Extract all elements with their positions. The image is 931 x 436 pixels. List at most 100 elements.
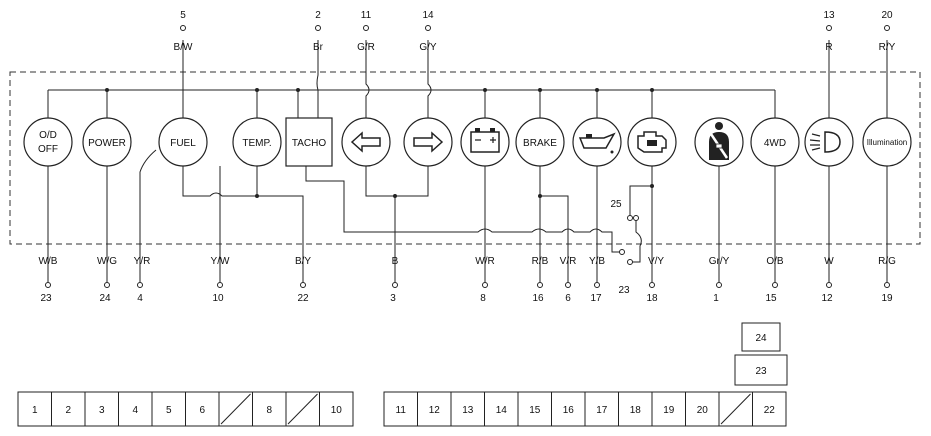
warning-lamp-power: POWER (82, 117, 132, 167)
wire-color: B (392, 256, 399, 267)
bottom-terminal: 23 (618, 285, 630, 296)
bottom-terminal: W/G 24 (97, 256, 117, 304)
connector-cell-label: 14 (496, 405, 508, 416)
wire-color: Y/R (134, 256, 151, 267)
wire-color: Y/B (589, 256, 605, 267)
terminal-number: 12 (821, 293, 833, 304)
connector-cell-label: 24 (755, 333, 767, 344)
terminal-number: 4 (137, 293, 143, 304)
terminal-number: 23 (40, 293, 52, 304)
connector-cell-label: 1 (32, 405, 38, 416)
brake-label: BRAKE (523, 138, 557, 149)
connector-cell (752, 391, 787, 427)
switch-number: 25 (610, 199, 622, 210)
wire-color: V/Y (648, 256, 664, 267)
bottom-terminal: Y/B 17 (589, 256, 605, 304)
terminal-number: 17 (590, 293, 602, 304)
wire-color: G/R (357, 42, 375, 53)
wire-color: R/Y (879, 42, 896, 53)
warning-lamp-od-off: O/D OFF (23, 117, 73, 167)
terminal-number: 1 (713, 293, 719, 304)
connector-cell-label: 18 (630, 405, 642, 416)
connector-cell (383, 391, 418, 427)
four-wheel-drive-indicator: 4WD (750, 117, 800, 167)
charge-warning (460, 117, 510, 167)
seatbelt-warning (694, 117, 744, 167)
gauge-temp: TEMP. (232, 117, 282, 167)
brake-warning: BRAKE (515, 117, 565, 167)
turn-signal-right (403, 117, 453, 167)
terminal-number: 13 (823, 10, 835, 21)
wire-color: Br (313, 42, 324, 53)
connector-cell (651, 391, 686, 427)
wire-color: R (825, 42, 832, 53)
top-terminal-5: 5 B/W (174, 10, 193, 53)
bottom-terminal: B/Y 22 (295, 256, 311, 304)
terminal-number: 24 (99, 293, 111, 304)
wire-color: R/G (878, 256, 896, 267)
wire-color: R/B (532, 256, 549, 267)
bottom-terminal: O/B 15 (765, 256, 784, 304)
top-terminal-2: 2 Br (313, 10, 324, 53)
connector-cell (252, 391, 287, 427)
illumination-label: Illumination (867, 138, 907, 147)
terminal-number: 15 (765, 293, 777, 304)
terminal-number: 11 (361, 10, 372, 21)
bottom-terminal: Gr/Y 1 (709, 256, 730, 304)
connector-cell (151, 391, 186, 427)
connector-cell (517, 391, 552, 427)
meter-enclosure (9, 71, 921, 245)
connector-cell-label: 6 (199, 405, 205, 416)
connector-cell-label: 20 (697, 405, 709, 416)
terminal-number: 10 (212, 293, 224, 304)
connector-cell-label: 12 (429, 405, 441, 416)
connector-blank-slash (720, 393, 751, 425)
connector-blank-slash (220, 393, 251, 425)
gauge-fuel: FUEL (158, 117, 208, 167)
check-engine-warning (627, 117, 677, 167)
bottom-terminal: B 3 (390, 256, 398, 304)
terminal-number: 19 (881, 293, 893, 304)
arrow-right-icon (413, 131, 444, 153)
connector-cell (484, 391, 519, 427)
terminal-number: 3 (390, 293, 396, 304)
connector-cell-label: 15 (529, 405, 541, 416)
terminal-number: 16 (532, 293, 544, 304)
wire-color: W (824, 256, 834, 267)
connector-cell-label: 23 (755, 366, 767, 377)
bottom-terminal: W/R 8 (475, 256, 494, 304)
arrow-left-icon (350, 131, 381, 153)
connector-cell (17, 391, 52, 427)
bottom-terminal: Y/W 10 (211, 256, 230, 304)
connector-small: 24 23 (734, 322, 788, 386)
terminal-number: 18 (646, 293, 658, 304)
connector-cell (319, 391, 354, 427)
fuel-label: FUEL (170, 138, 196, 149)
connector-cell-label: 11 (396, 405, 407, 416)
bottom-terminal: V/R 6 (560, 256, 577, 304)
wire-color: W/G (97, 256, 117, 267)
terminal-number: 8 (480, 293, 486, 304)
top-terminal-20: 20 R/Y (879, 10, 896, 53)
connector-cell-label: 4 (132, 405, 138, 416)
top-terminal-13: 13 R (823, 10, 835, 53)
terminal-number: 2 (315, 10, 321, 21)
wire-color: B/W (174, 42, 193, 53)
top-terminal-11: 11 G/R (357, 10, 375, 53)
bottom-terminal: W 12 (821, 256, 834, 304)
terminal-number: 14 (422, 10, 434, 21)
illumination-lamp: Illumination (862, 117, 912, 167)
terminal-number: 6 (565, 293, 571, 304)
terminal-number: 5 (180, 10, 186, 21)
od-label-line2: OFF (38, 144, 58, 155)
connector-cell-label: 13 (462, 405, 474, 416)
wire-color: O/B (766, 256, 784, 267)
bottom-terminal: R/G 19 (878, 256, 896, 304)
connector-cell-label: 8 (266, 405, 272, 416)
wire-color: Y/W (211, 256, 230, 267)
terminal-number: 23 (618, 285, 630, 296)
connector-cell (84, 391, 119, 427)
connector-cell-label: 3 (99, 405, 105, 416)
